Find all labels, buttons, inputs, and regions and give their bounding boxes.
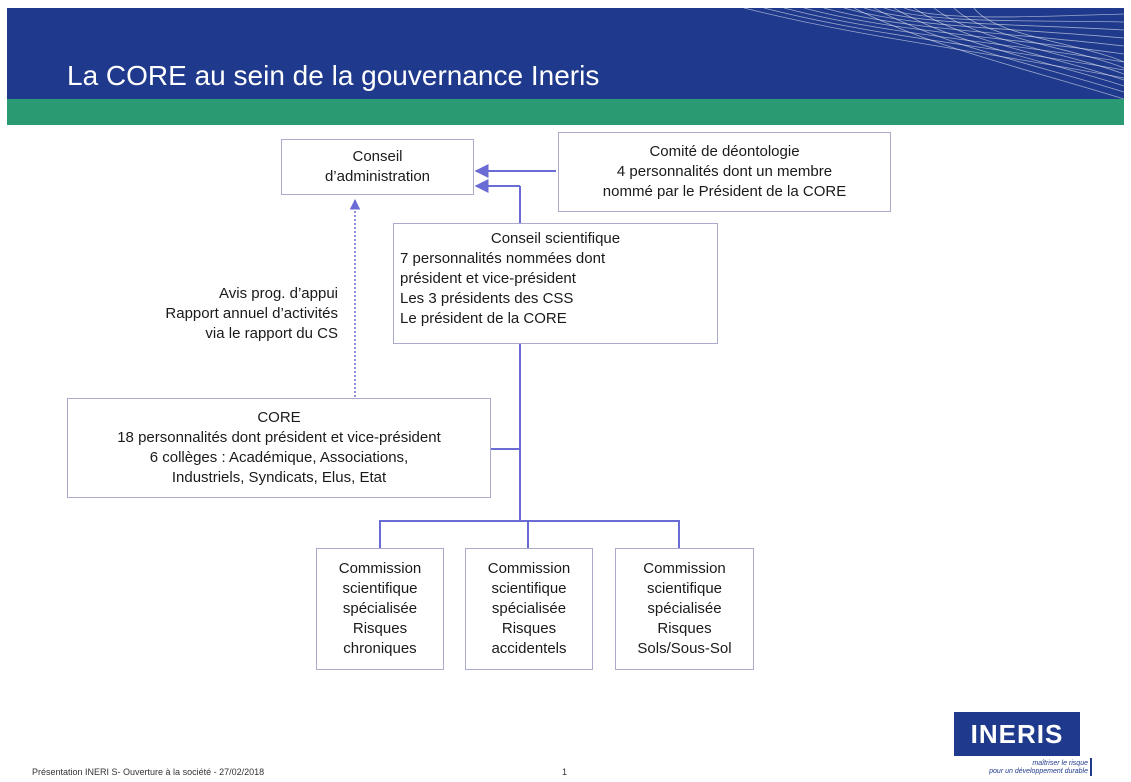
logo-tagline: maîtriser le risque pour un développemen… (989, 760, 1088, 775)
commission-risques-accidentels-box: Commission scientifique spécialisée Risq… (465, 548, 593, 670)
decorative-wave-lines (743, 8, 1124, 99)
avis-annotation: Avis prog. d’appui Rapport annuel d’acti… (165, 285, 338, 342)
commission-sols-sous-sol-text: Commission scientifique spécialisée Risq… (637, 560, 732, 657)
core-box: CORE 18 personnalités dont président et … (67, 398, 491, 498)
comite-deontologie-box: Comité de déontologie 4 personnalités do… (558, 132, 891, 212)
ineris-logo: INERIS (954, 712, 1080, 756)
conseil-administration-text: Conseil d’administration (324, 148, 431, 185)
commission-risques-accidentels-text: Commission scientifique spécialisée Risq… (487, 560, 571, 657)
conseil-scientifique-lines: 7 personnalités nommées dont président e… (400, 250, 606, 327)
comite-deontologie-text: Comité de déontologie 4 personnalités do… (602, 143, 847, 200)
page-number: 1 (562, 767, 568, 777)
tagline-bar (1090, 758, 1092, 776)
conseil-scientifique-box: Conseil scientifique 7 personnalités nom… (393, 223, 718, 344)
commission-sols-sous-sol-box: Commission scientifique spécialisée Risq… (615, 548, 754, 670)
footer-text: Présentation INERI S- Ouverture à la soc… (32, 767, 265, 777)
commission-risques-chroniques-box: Commission scientifique spécialisée Risq… (316, 548, 444, 670)
title-banner: La CORE au sein de la gouvernance Ineris (7, 8, 1124, 99)
green-band (7, 99, 1124, 125)
conseil-scientifique-title: Conseil scientifique (490, 230, 621, 247)
commission-risques-chroniques-text: Commission scientifique spécialisée Risq… (338, 560, 422, 657)
core-text: CORE 18 personnalités dont président et … (117, 409, 441, 486)
slide-title: La CORE au sein de la gouvernance Ineris (67, 60, 600, 91)
conseil-administration-box: Conseil d’administration (281, 139, 474, 195)
